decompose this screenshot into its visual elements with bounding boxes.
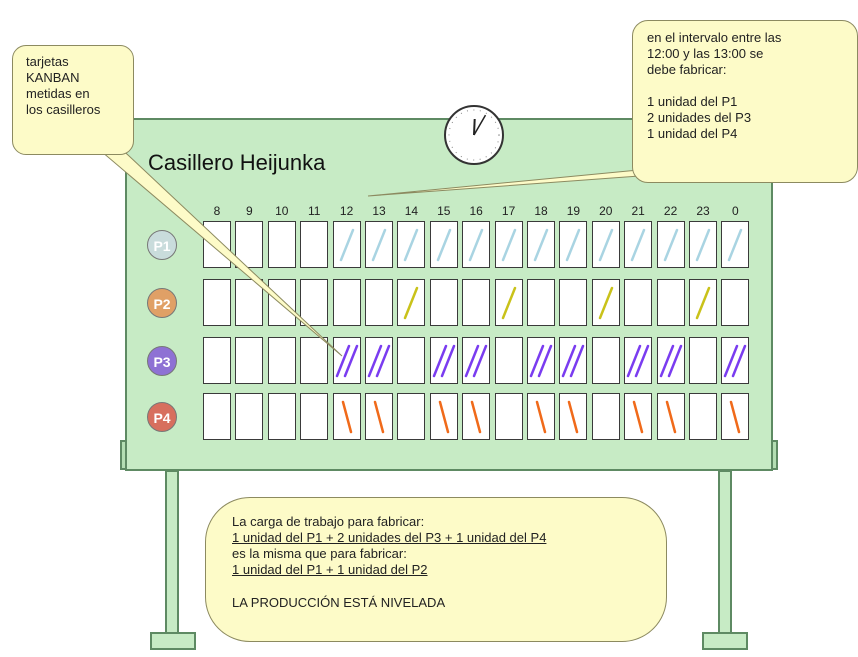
board-foot-left xyxy=(150,632,196,650)
note-line: La carga de trabajo para fabricar: xyxy=(232,514,425,529)
leveling-note: La carga de trabajo para fabricar: 1 uni… xyxy=(205,497,667,642)
callout-line: KANBAN xyxy=(26,70,80,85)
callout-line: 2 unidades del P3 xyxy=(647,110,752,125)
callout-line xyxy=(647,78,781,94)
callout-line: 1 unidad del P1 xyxy=(647,94,738,109)
note-line: 1 unidad del P1 + 1 unidad del P2 xyxy=(232,562,428,577)
callout-interval: en el intervalo entre las 12:00 y las 13… xyxy=(632,20,858,183)
callout-line: tarjetas xyxy=(26,54,69,69)
note-line: es la misma que para fabricar: xyxy=(232,546,407,561)
callout-line: los casilleros xyxy=(26,102,101,117)
board-title: Casillero Heijunka xyxy=(148,150,326,175)
clock-icon xyxy=(444,105,504,165)
callout-line: 12:00 y las 13:00 se xyxy=(647,46,764,61)
board-foot-right xyxy=(702,632,748,650)
callout-line: en el intervalo entre las xyxy=(647,30,782,45)
note-line: 1 unidad del P1 + 2 unidades del P3 + 1 … xyxy=(232,530,547,545)
callout-line: metidas en xyxy=(26,86,90,101)
callout-kanban-cards: tarjetas KANBAN metidas en los casillero… xyxy=(12,45,134,155)
note-conclusion: LA PRODUCCIÓN ESTÁ NIVELADA xyxy=(232,595,446,610)
callout-line: 1 unidad del P4 xyxy=(647,126,738,141)
callout-line: debe fabricar: xyxy=(647,62,727,77)
